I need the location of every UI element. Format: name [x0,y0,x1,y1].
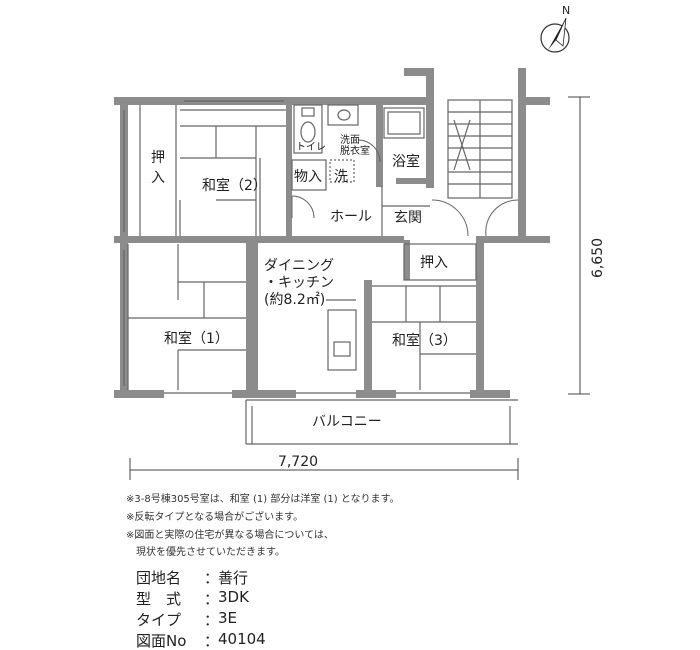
room-washitsu-3: 和室（3） [392,332,457,349]
info-value: 40104 [218,630,266,648]
info-value: 3E [218,609,238,627]
door-swings [291,139,519,237]
info-key: 型 式 [136,590,182,608]
room-balcony: バルコニー [312,414,382,430]
note-line: ※反転タイプとなる場合がございます。 [126,512,304,523]
info-value: 3DK [218,588,249,606]
room-washitsu-1: 和室（1） [164,330,229,347]
room-sen: 洗 [334,169,348,185]
label-line: 押 [151,150,165,166]
room-genkan: 玄関 [394,209,422,226]
label-line: (約8.2㎡) [264,292,325,308]
room-toilet: トイレ [296,142,326,153]
room-monoire: 物入 [294,169,322,185]
info-row-drawing-no: 図面No：40104 [136,630,266,650]
label-line: ダイニング [264,258,334,274]
north-arrow-icon [540,17,570,53]
dimension-depth: 6,650 [590,238,606,278]
note-line: ※3-8号棟305号室は、和室 (1) 部分は洋室 (1) となります。 [126,494,400,505]
interior-lines [123,99,518,445]
note-line: ※図面と実際の住宅が異なる場合については、 [126,530,334,541]
note-line: 現状を優先させていただきます。 [126,547,285,558]
info-row-danchi: 団地名：善行 [136,569,249,587]
room-oshiire-right: 押入 [420,255,448,271]
room-oshiire-left: 押入 [151,150,165,186]
info-key: 図面No [136,632,187,650]
info-row-taipu: タイプ：3E [136,609,238,629]
label-line: ・キッチン [264,275,334,291]
info-key: 団地名 [136,569,182,587]
info-key: タイプ [136,611,182,629]
info-value: 善行 [218,569,249,587]
room-dining-kitchen: ダイニング・キッチン(約8.2㎡) [264,258,334,308]
dimension-lines [129,96,590,480]
room-hall: ホール [330,209,372,225]
label-line: 洗面 [340,134,360,146]
room-washitsu-2: 和室（2） [202,177,267,194]
room-yokushitsu: 浴室 [392,153,420,170]
label-line: 入 [151,170,165,186]
compass-label: N [562,4,570,17]
room-senmen: 洗面脱衣室 [340,134,370,157]
dimension-width: 7,720 [278,454,318,470]
info-row-type: 型 式：3DK [136,588,249,608]
label-line: 脱衣室 [340,144,370,157]
